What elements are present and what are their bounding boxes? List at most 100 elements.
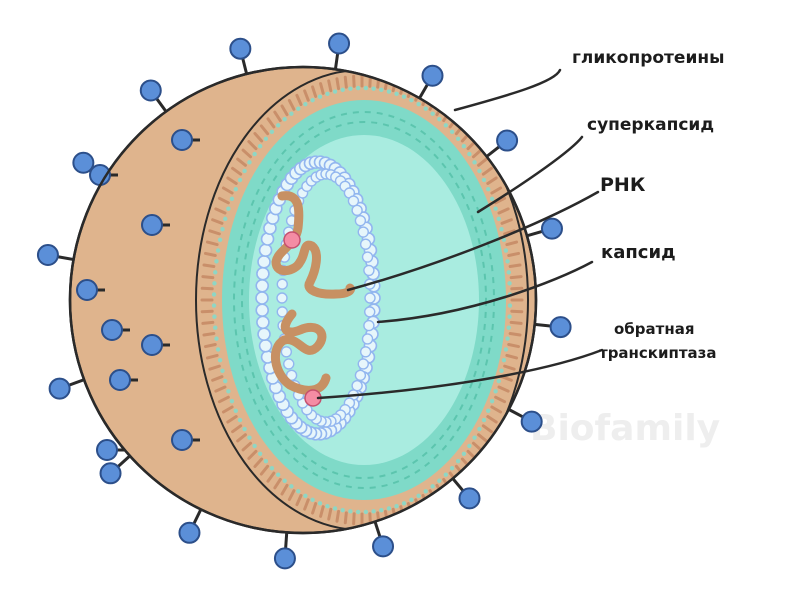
lipid-tick — [211, 218, 224, 225]
lipid-head — [472, 160, 477, 165]
lipid-tick — [500, 218, 513, 225]
spike-head — [520, 410, 543, 433]
capsid-bead — [258, 338, 273, 353]
lipid-head — [467, 443, 472, 449]
lipid-tick — [214, 207, 227, 215]
lipid-tick — [205, 353, 219, 360]
lipid-head — [371, 509, 376, 514]
capsid-bead — [256, 266, 270, 281]
lipid-tick — [508, 263, 522, 269]
lipid-tick — [201, 275, 215, 280]
lipid-head — [506, 325, 511, 330]
leader-capsid — [376, 260, 594, 324]
lipid-tick — [236, 157, 247, 167]
lipid-head — [226, 389, 231, 394]
lipid-head — [507, 303, 513, 308]
lipid-tick — [266, 471, 276, 483]
lipid-head — [499, 227, 504, 232]
lipid-tick — [497, 385, 510, 393]
lipid-tick — [507, 251, 521, 258]
lipid-head — [379, 507, 384, 513]
lipid-head — [233, 408, 239, 413]
spike-head — [171, 429, 193, 451]
lipid-head — [477, 426, 482, 432]
lipid-tick — [509, 275, 523, 280]
spike-head — [139, 79, 162, 102]
lipid-head — [226, 206, 231, 211]
lipid-head — [437, 117, 442, 122]
lipid-tick — [503, 229, 516, 236]
lipid-head — [237, 177, 243, 183]
lipid-tick — [231, 166, 243, 176]
lipid-head — [505, 336, 510, 341]
lipid-tick — [253, 132, 264, 143]
lipid-head — [505, 259, 510, 264]
label-rna: РНК — [600, 174, 646, 196]
lipid-head — [503, 248, 509, 253]
lipid-head — [257, 144, 263, 149]
capsid-bead — [256, 315, 270, 330]
spike-head — [109, 369, 131, 391]
lipid-head — [233, 187, 239, 192]
lipid-head — [355, 509, 361, 515]
lipid-tick — [202, 263, 216, 269]
lipid-head — [223, 378, 228, 384]
lipid-head — [496, 378, 501, 384]
spike-head — [328, 32, 351, 55]
lipid-tick — [481, 166, 493, 176]
label-reverse-transcriptase-line1: обратная — [614, 320, 694, 338]
lipid-tick — [295, 493, 303, 507]
capsid-bead — [255, 279, 270, 293]
lipid-head — [348, 86, 353, 91]
envelope-outline — [68, 65, 538, 535]
lipid-tick — [266, 117, 276, 129]
lipid-head — [213, 325, 218, 330]
lipid-head — [257, 451, 263, 456]
lipid-head — [229, 398, 235, 404]
lipid-tick — [241, 148, 253, 159]
lipid-head — [401, 501, 407, 506]
lipid-tick — [510, 309, 524, 314]
lipid-head — [443, 472, 449, 477]
lipid-tick — [303, 89, 310, 102]
lipid-head — [269, 129, 275, 135]
lipid-head — [247, 435, 252, 440]
capsid-bead — [257, 255, 271, 269]
spike-head — [496, 129, 519, 152]
glycoprotein-spike — [502, 405, 543, 433]
lipid-tick — [247, 449, 258, 460]
capsid-bead — [359, 238, 372, 250]
lipid-tick — [490, 186, 503, 195]
lipid-head — [485, 187, 491, 192]
lipid-head — [282, 117, 287, 122]
lipid-tick — [221, 405, 234, 414]
lipid-head — [325, 503, 330, 509]
capsid-bead — [276, 306, 288, 318]
lipid-tick — [509, 320, 523, 325]
lipid-tick — [200, 309, 214, 314]
lipid-head — [282, 478, 287, 483]
rna-strand-lower — [271, 309, 331, 395]
glycoprotein-spike — [139, 79, 171, 118]
capsid-bead — [363, 319, 375, 332]
lipid-tick — [241, 441, 253, 452]
lipid-tick — [208, 364, 221, 371]
lipid-head — [296, 106, 301, 111]
lipid-head — [214, 259, 219, 264]
capsid-bead — [363, 264, 375, 277]
lipid-head — [217, 358, 223, 363]
surface-glycoprotein — [76, 279, 105, 301]
lipid-tick — [259, 124, 270, 136]
lipid-head — [371, 86, 376, 91]
lipid-head — [379, 87, 384, 93]
label-glycoproteins: гликопротеины — [572, 48, 724, 68]
lipid-head — [237, 417, 243, 423]
capsid-bead — [359, 346, 372, 358]
lipid-tick — [327, 507, 333, 521]
capsid-bead — [354, 369, 367, 382]
lipid-tick — [510, 286, 524, 291]
leader-supercapsid — [476, 135, 584, 214]
lipid-head — [214, 336, 219, 341]
lipid-head — [416, 493, 421, 499]
